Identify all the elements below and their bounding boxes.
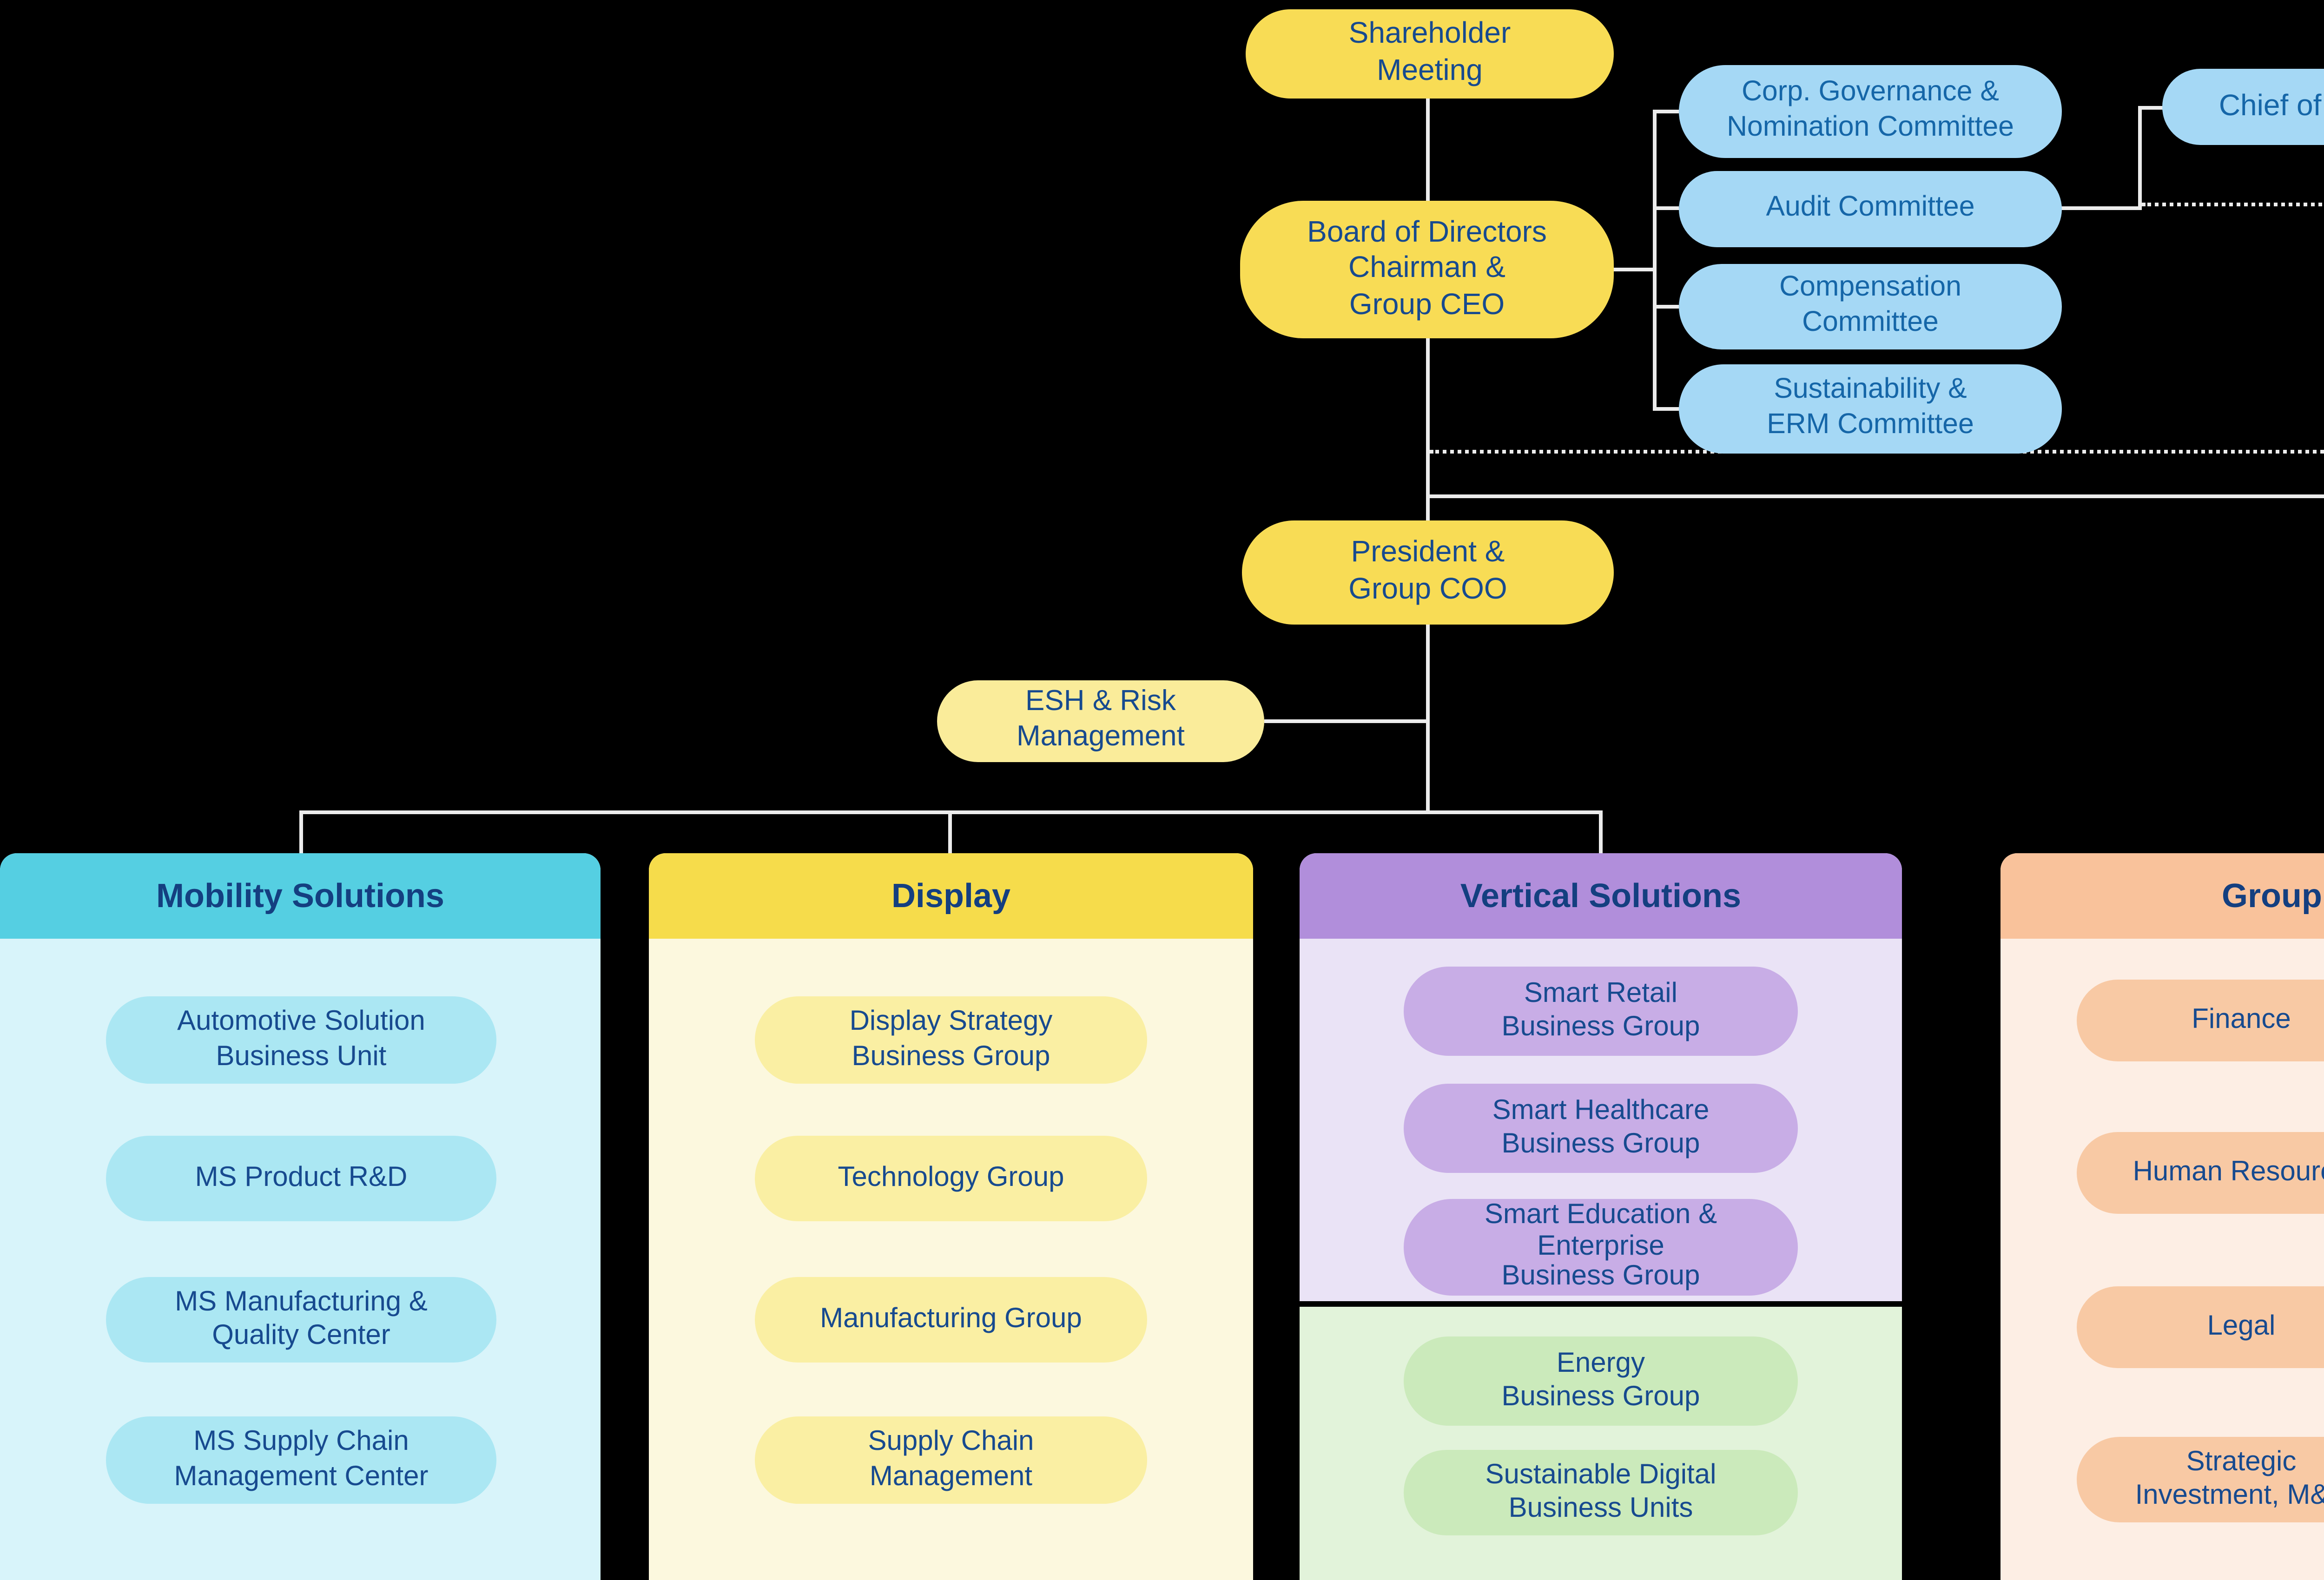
division-header-mobility-solutions: Mobility Solutions [0, 853, 601, 939]
connector-line [2060, 206, 2142, 210]
connector-line [1264, 719, 1428, 723]
president-coo-node: President & Group COO [1242, 520, 1614, 625]
connector-line [1653, 206, 1679, 210]
unit-pill: MS Product R&D [106, 1136, 496, 1221]
sustainability-erm-committee-node: Sustainability & ERM Committee [1679, 364, 2062, 454]
unit-pill: MS Manufacturing & Quality Center [106, 1277, 496, 1363]
connector-line [1599, 810, 1603, 853]
connector-line [1653, 110, 1679, 113]
board-of-directors-node: Board of Directors Chairman & Group CEO [1240, 201, 1614, 338]
unit-pill: Human Resource [2077, 1132, 2324, 1214]
division-header-display: Display [649, 853, 1253, 939]
dotted-connector-line [2142, 203, 2324, 206]
chief-of-compliance-node: Chief of Compliance [2162, 69, 2324, 145]
unit-pill: Technology Group [755, 1136, 1147, 1221]
connector-line [1426, 99, 1430, 203]
unit-pill: Sustainable Digital Business Units [1404, 1450, 1798, 1535]
unit-pill: Finance [2077, 980, 2324, 1061]
connector-line [1653, 407, 1679, 411]
unit-pill: Manufacturing Group [755, 1277, 1147, 1363]
unit-pill: Smart Healthcare Business Group [1404, 1084, 1798, 1173]
connector-line [948, 810, 952, 853]
connector-line [1614, 268, 1657, 271]
esh-risk-management-node: ESH & Risk Management [937, 680, 1264, 762]
audit-committee-node: Audit Committee [1679, 171, 2062, 247]
connector-line [1426, 625, 1430, 812]
unit-pill: Legal [2077, 1286, 2324, 1368]
unit-pill: Display Strategy Business Group [755, 996, 1147, 1084]
unit-pill: Energy Business Group [1404, 1336, 1798, 1426]
connector-line [1426, 494, 2324, 498]
shareholder-meeting-node: Shareholder Meeting [1246, 9, 1614, 99]
unit-pill: Supply Chain Management [755, 1416, 1147, 1504]
division-header-vertical-solutions: Vertical Solutions [1300, 853, 1902, 939]
unit-pill: Automotive Solution Business Unit [106, 996, 496, 1084]
connector-line [2138, 106, 2142, 210]
division-header-group-infrastructure: Group Infrastructure Unit [2000, 853, 2324, 939]
connector-line [2138, 106, 2164, 110]
corp-governance-committee-node: Corp. Governance & Nomination Committee [1679, 65, 2062, 158]
unit-pill: Strategic Investment, M&A [2077, 1437, 2324, 1522]
unit-pill: MS Supply Chain Management Center [106, 1416, 496, 1504]
compensation-committee-node: Compensation Committee [1679, 264, 2062, 349]
division-panel-vertical-solutions: Vertical Solutions [1300, 853, 1902, 1301]
unit-pill: Smart Retail Business Group [1404, 967, 1798, 1056]
connector-line [1653, 305, 1679, 309]
connector-line [299, 810, 303, 853]
connector-line [1653, 110, 1657, 411]
unit-pill: Smart Education & Enterprise Business Gr… [1404, 1199, 1798, 1296]
connector-line [1426, 335, 1430, 522]
